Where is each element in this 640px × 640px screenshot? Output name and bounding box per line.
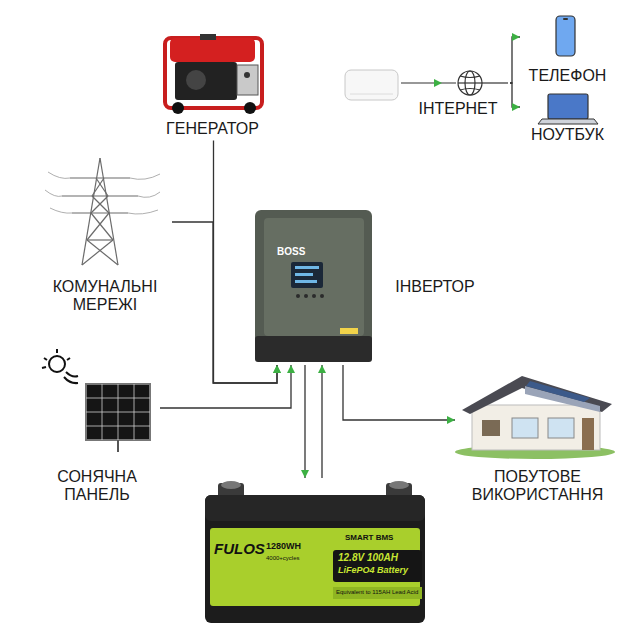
connector-line — [304, 365, 305, 478]
connector — [160, 365, 295, 408]
connector — [172, 222, 281, 383]
arrow-head — [273, 365, 281, 373]
arrow-head — [318, 365, 326, 373]
connector — [510, 33, 520, 83]
generator-icon — [165, 34, 262, 114]
house-node: ПОБУТОВЕ ВИКОРИСТАННЯ — [455, 368, 622, 513]
arrow-head — [512, 33, 520, 41]
solar-panel-icon — [86, 384, 150, 452]
router-icon — [345, 70, 398, 100]
phone-icon — [556, 16, 575, 56]
node-label: ІНВЕРТОР — [381, 278, 489, 296]
connector — [318, 365, 326, 478]
node-label: 12.8V 100AH — [338, 552, 398, 563]
connector-line — [510, 37, 520, 83]
node-label: ТЕЛЕФОН — [520, 67, 615, 85]
laptop-node: НОУТБУК — [520, 90, 617, 148]
generator-node: ГЕНЕРАТОР — [150, 25, 277, 140]
arrow-head — [512, 103, 520, 111]
arrow-head — [447, 416, 455, 424]
node-label: SMART BMS — [345, 534, 393, 543]
node-label: 1280WH — [266, 542, 301, 552]
connector-line — [214, 140, 278, 383]
router-link — [401, 79, 456, 87]
node-label: СОНЯЧНА ПАНЕЛЬ — [36, 468, 158, 505]
node-label: ІНТЕРНЕТ — [408, 100, 508, 118]
node-label: BOSS — [277, 246, 327, 257]
solar-node: СОНЯЧНА ПАНЕЛЬ — [36, 340, 160, 507]
node-label: 4000+cycles — [266, 555, 300, 562]
phone-node: ТЕЛЕФОН — [520, 12, 617, 88]
sun-icon — [42, 349, 78, 383]
grid-node: КОМУНАЛЬНІ МЕРЕЖІ — [40, 150, 172, 320]
arrow-head — [301, 470, 309, 478]
globe-icon — [458, 71, 482, 95]
power-tower-icon — [45, 158, 160, 265]
connector — [301, 365, 309, 478]
connector-line — [172, 222, 277, 383]
node-label: ГЕНЕРАТОР — [150, 120, 275, 138]
connector-line — [510, 83, 520, 107]
connector-line — [321, 365, 322, 478]
node-label: LiFePO4 Battery — [338, 566, 408, 576]
node-label: КОМУНАЛЬНІ МЕРЕЖІ — [40, 278, 170, 315]
globe-link — [482, 82, 508, 83]
node-label: НОУТБУК — [520, 126, 615, 144]
node-label: ПОБУТОВЕ ВИКОРИСТАННЯ — [455, 468, 620, 505]
inverter-icon — [255, 210, 372, 362]
laptop-icon — [538, 94, 598, 124]
node-label: Equivalent to 115AH Lead Acid — [336, 589, 418, 596]
battery-node: FULOS1280WH 4000+cycles SMART BMS 12.8V 100… — [200, 478, 432, 626]
arrow-head — [287, 365, 295, 373]
connector — [343, 365, 455, 424]
internet-node: ІНТЕРНЕТ — [408, 62, 510, 122]
connector — [510, 83, 520, 111]
connector-line — [343, 365, 455, 420]
house-icon — [455, 376, 615, 459]
battery-icon — [205, 481, 425, 623]
connector — [214, 140, 282, 383]
node-label: FULOS — [214, 541, 265, 558]
inverter-node: ІНВЕРТОР BOSS — [255, 208, 491, 365]
arrow-head — [273, 365, 281, 373]
connector-line — [160, 365, 291, 408]
